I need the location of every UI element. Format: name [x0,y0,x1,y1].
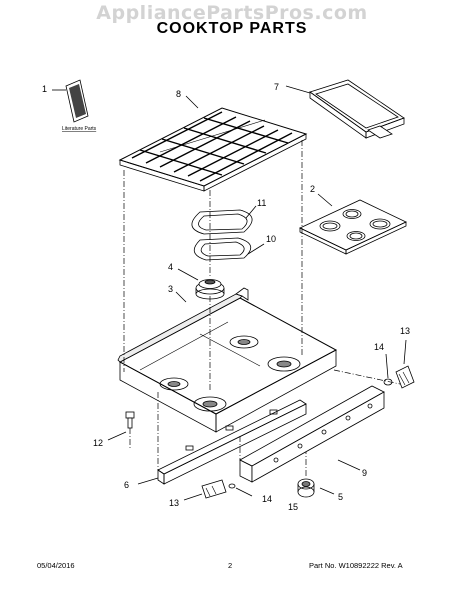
footer-date: 05/04/2016 [37,561,75,570]
watermark: AppliancePartsPros.com [96,2,368,24]
control-panel-manifold [239,385,385,483]
burner-head [177,268,225,300]
callout-5: 5 [338,492,343,502]
alignment-lines [123,140,401,476]
callout-6: 6 [124,480,129,490]
callout-14-bottom: 14 [262,494,272,504]
burner-valve [297,478,335,498]
electric-element-cooktop [299,193,407,255]
callout-9: 9 [362,468,367,478]
lower-trim-bracket [137,399,307,485]
spark-switch-bottom [183,479,227,501]
cooktop-main-top [117,287,338,433]
spark-screw-bottom [228,483,253,497]
callout-2: 2 [310,184,315,194]
footer-part-number: Part No. W10892222 Rev. A [309,561,403,570]
mounting-screw [107,411,135,441]
callout-13-bottom: 13 [169,498,179,508]
callout-11: 11 [257,198,266,208]
center-gasket [193,237,265,261]
spark-screw-right [383,353,393,386]
callout-13-right: 13 [400,326,410,336]
callout-1: 1 [42,84,47,94]
callout-12: 12 [93,438,103,448]
spark-switch-right [395,339,415,389]
griddle [285,79,405,139]
literature-booklet [52,79,89,123]
callout-3: 3 [168,284,173,294]
literature-caption: Literature Parts [62,126,97,132]
footer-page-number: 2 [228,561,233,570]
callout-10: 10 [266,234,276,244]
callout-14-right: 14 [374,342,384,352]
cooktop-grates [118,95,308,192]
center-pad [191,205,257,235]
callout-8: 8 [176,89,181,99]
callout-4: 4 [168,262,173,272]
callout-7: 7 [274,82,279,92]
page-title: COOKTOP PARTS [156,20,308,37]
callout-15: 15 [288,502,298,512]
